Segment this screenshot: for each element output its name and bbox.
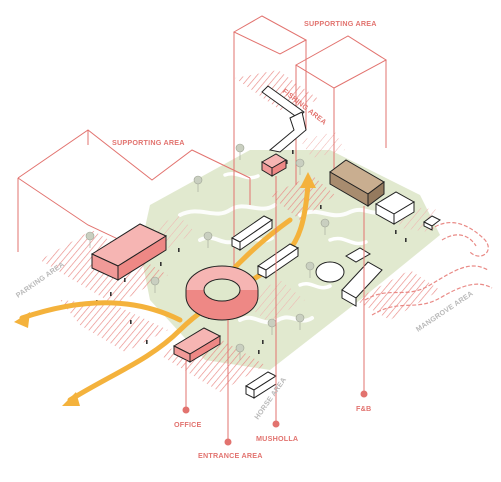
callouts bbox=[182, 176, 368, 446]
entrance-callout-dot bbox=[224, 438, 232, 446]
tree bbox=[235, 343, 245, 360]
fnb-callout-dot bbox=[360, 390, 368, 398]
white-volume bbox=[257, 243, 299, 279]
office-building bbox=[172, 327, 222, 363]
white-volume bbox=[231, 215, 273, 251]
mangrove-hatch bbox=[355, 270, 440, 320]
tree bbox=[295, 313, 305, 330]
fishing-hatch bbox=[235, 70, 320, 110]
tree bbox=[150, 276, 160, 293]
south-hatch bbox=[240, 280, 305, 322]
supporting-building bbox=[90, 223, 168, 281]
label-supporting-area-left: SUPPORTING AREA bbox=[112, 138, 185, 147]
fnb-building bbox=[329, 159, 385, 207]
parking-hatch-2 bbox=[60, 300, 168, 352]
tree bbox=[203, 231, 213, 248]
trees bbox=[85, 143, 360, 360]
fishing-pier bbox=[261, 85, 307, 153]
circulation-arrowheads bbox=[14, 172, 316, 406]
circulation-arrow-west bbox=[19, 300, 183, 323]
tree bbox=[320, 218, 330, 235]
buildings bbox=[90, 85, 441, 399]
white-volume bbox=[375, 191, 415, 225]
label-fnb: F&B bbox=[356, 404, 371, 413]
musholla-callout-dot bbox=[272, 420, 280, 428]
entrance-ring bbox=[185, 265, 259, 321]
white-volume bbox=[423, 215, 441, 231]
arrowhead-north bbox=[300, 172, 316, 188]
arrowhead-west bbox=[14, 312, 30, 328]
tree bbox=[193, 175, 203, 192]
supporting-area-top-volume bbox=[232, 15, 387, 300]
label-supporting-area-top: SUPPORTING AREA bbox=[304, 19, 377, 28]
center-hatch bbox=[270, 175, 335, 220]
tree bbox=[235, 143, 245, 160]
arrowhead-southwest bbox=[62, 392, 80, 406]
label-office: OFFICE bbox=[174, 420, 202, 429]
label-entrance-area: ENTRANCE AREA bbox=[198, 451, 263, 460]
label-parking-area: PARKING AREA bbox=[14, 260, 66, 300]
office-callout-dot bbox=[182, 406, 190, 414]
label-musholla: MUSHOLLA bbox=[256, 434, 298, 443]
musholla-building bbox=[261, 153, 287, 177]
tree bbox=[85, 231, 95, 248]
tree bbox=[305, 261, 315, 278]
tree bbox=[295, 158, 305, 175]
